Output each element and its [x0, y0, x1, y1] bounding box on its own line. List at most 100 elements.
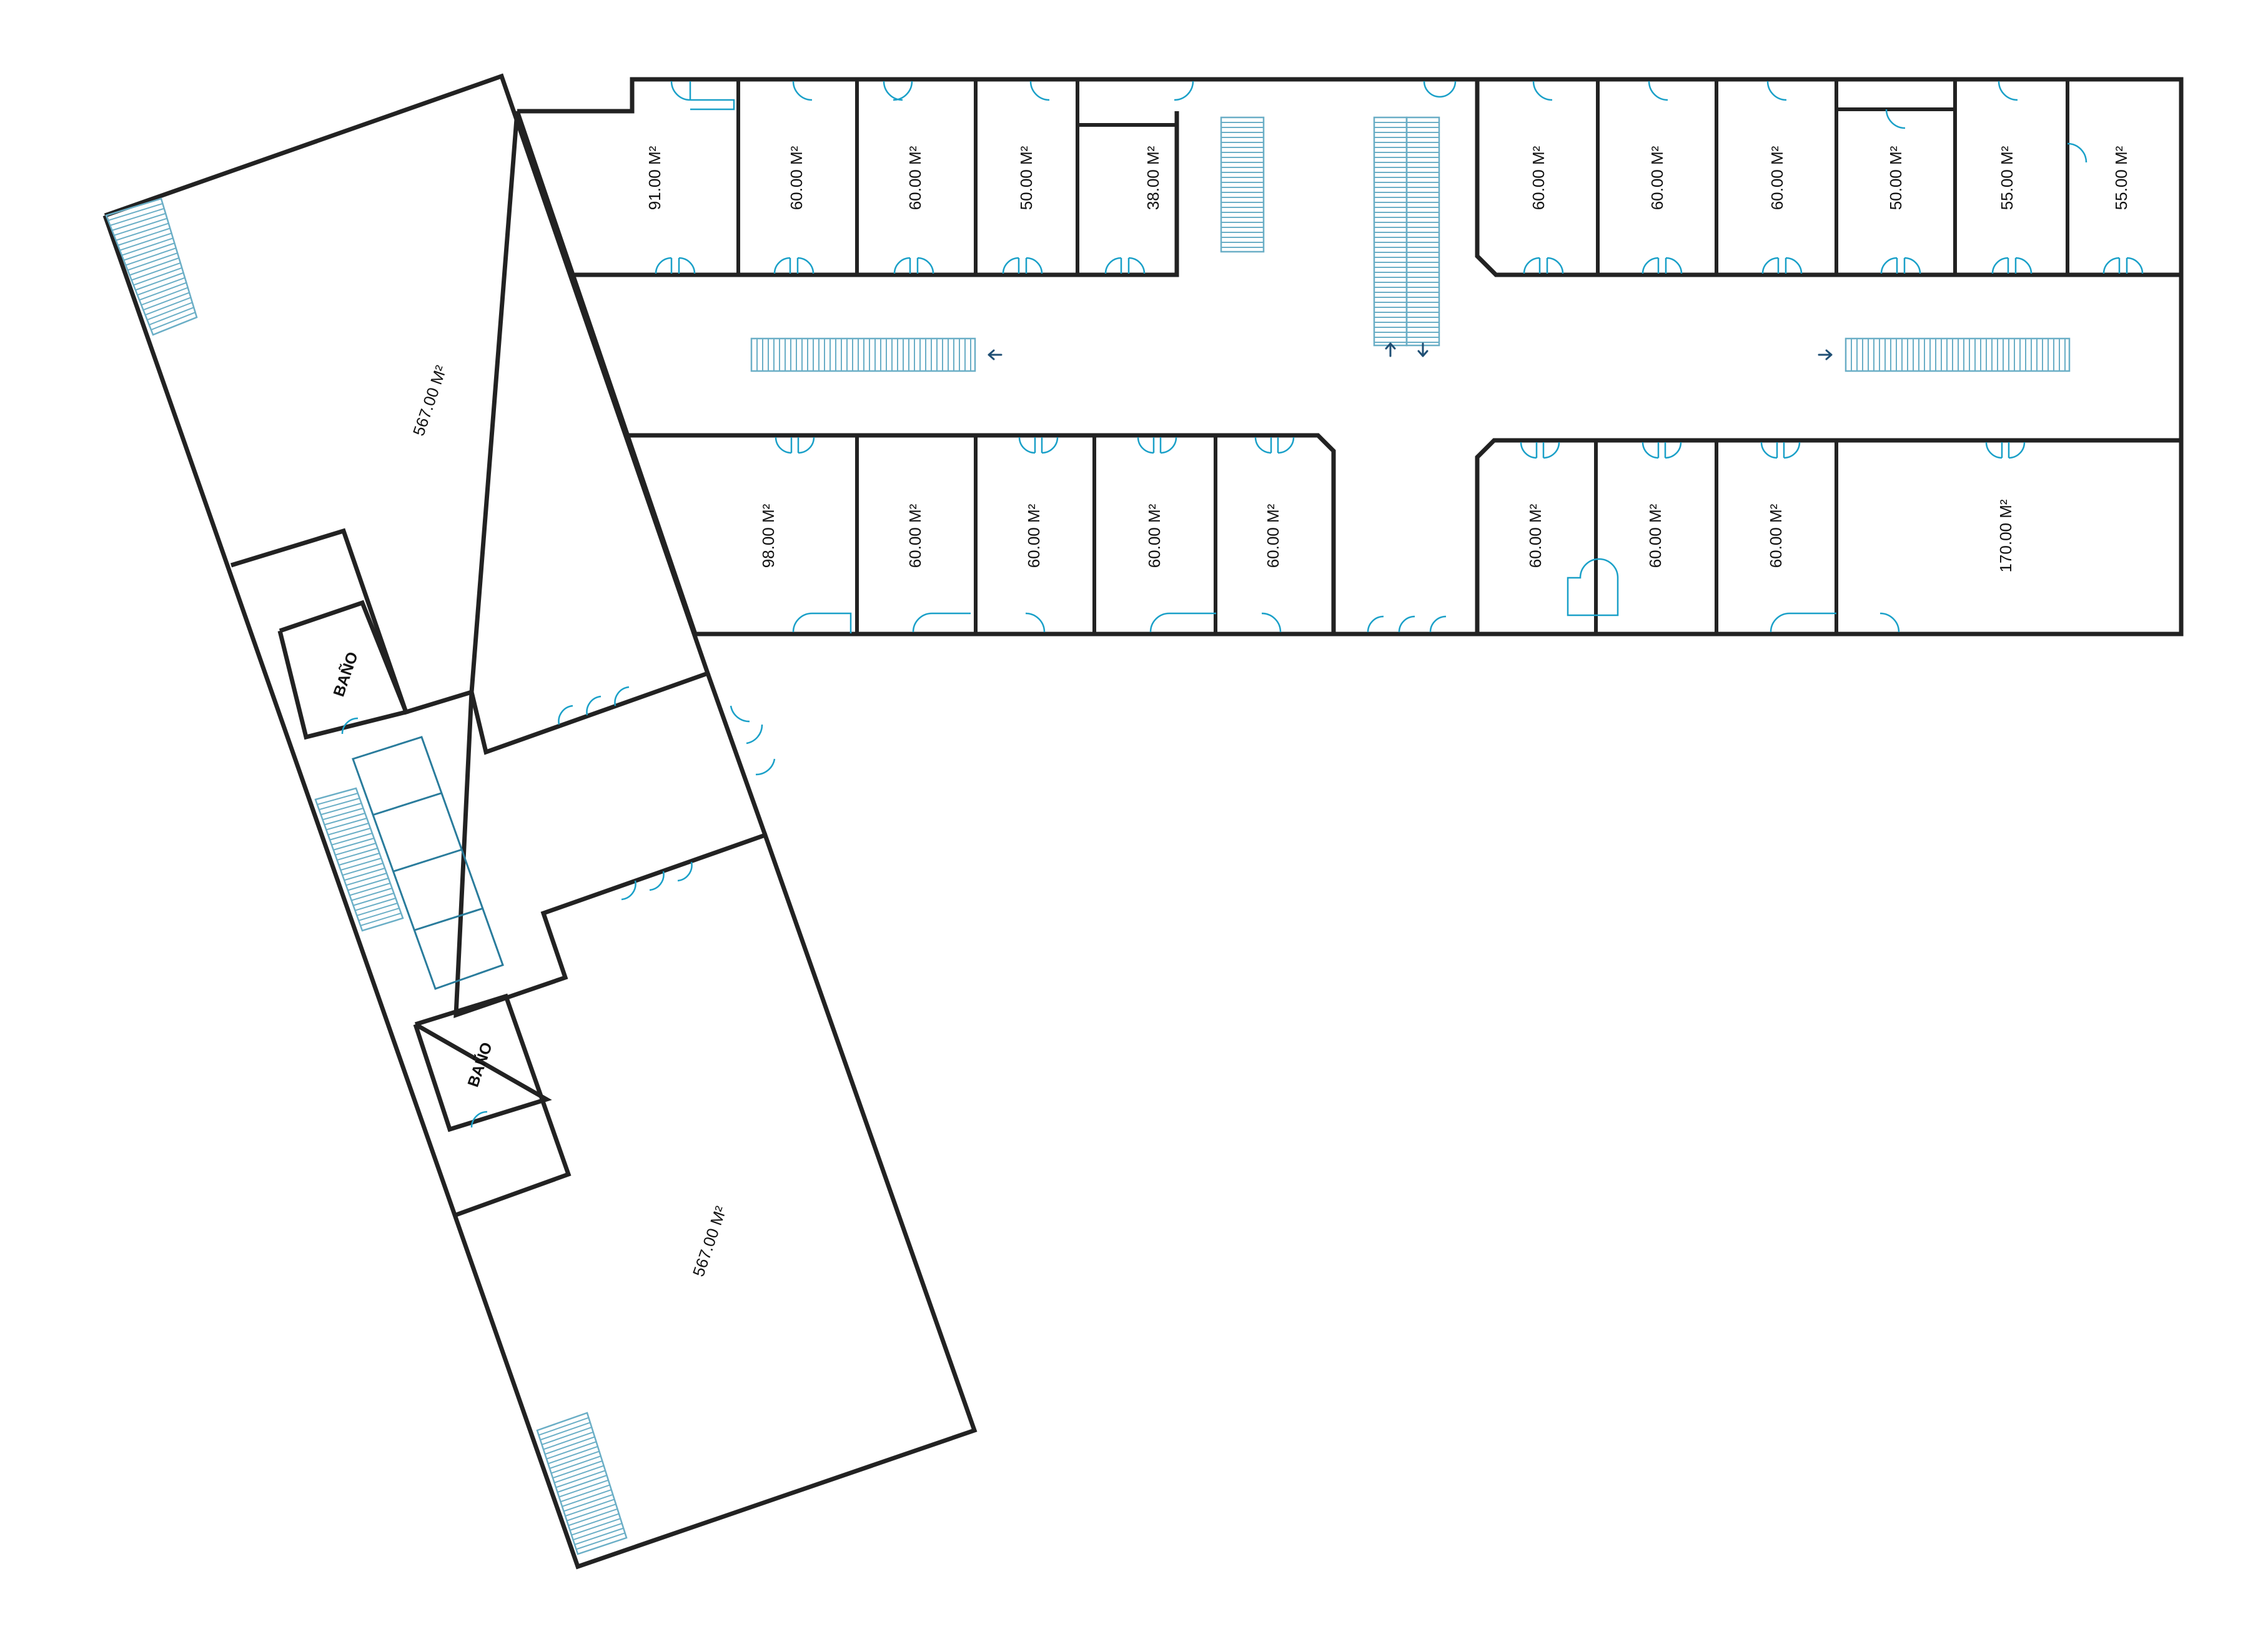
stair-tread	[349, 883, 391, 896]
stair-tread	[355, 898, 396, 911]
stair-tread	[114, 217, 167, 236]
stair-tread	[147, 302, 193, 321]
stair-tread	[542, 1427, 592, 1445]
stair-tread	[327, 823, 369, 836]
stair-tread	[319, 798, 360, 811]
stair-tread	[116, 222, 169, 241]
stair-tread	[125, 247, 177, 266]
stair-tread	[145, 297, 191, 316]
room-label: 60.00 M²	[1768, 146, 1786, 210]
stair-tread	[570, 1513, 620, 1531]
room-label: 60.00 M²	[1024, 503, 1043, 568]
stair-tread	[557, 1475, 607, 1493]
stair-tread	[123, 242, 175, 261]
stair-tread	[329, 828, 371, 841]
room-label: 55.00 M²	[2112, 146, 2131, 210]
stair-tread	[107, 202, 163, 221]
stair-tread	[360, 913, 402, 926]
room-label: 567.00 M²	[689, 1204, 731, 1279]
room-label: 98.00 M²	[759, 503, 778, 568]
room-label: 60.00 M²	[1529, 146, 1548, 210]
arrow-down-icon	[1417, 342, 1429, 357]
room-label: 55.00 M²	[1998, 146, 2016, 210]
stair-tread	[571, 1518, 621, 1536]
stair-tread	[324, 813, 365, 826]
stair-tread	[563, 1493, 613, 1512]
room-label: 60.00 M²	[1766, 503, 1785, 568]
stair-tread	[141, 287, 189, 306]
arrow-left-icon	[988, 349, 1003, 360]
escalator-center	[1373, 116, 1440, 347]
stair-tread	[139, 282, 187, 301]
stair-tread	[344, 868, 385, 881]
stair-wing-bottom	[536, 1412, 628, 1555]
escalator-west	[750, 337, 976, 372]
stair-tread	[151, 312, 196, 330]
room-label: 60.00 M²	[906, 146, 924, 210]
stair-tread	[560, 1484, 610, 1503]
stair-tread	[112, 212, 166, 231]
stair-tread	[137, 277, 186, 296]
stair-tread	[320, 803, 362, 816]
stair-tread	[565, 1498, 615, 1517]
stair-tread	[337, 848, 378, 861]
room-label: 91.00 M²	[645, 146, 664, 210]
west-wing-walls	[102, 73, 978, 1570]
stair-tread	[549, 1450, 600, 1469]
north-partitions	[736, 79, 2069, 275]
stair-tread	[551, 1455, 602, 1474]
stair-tread	[543, 1431, 594, 1450]
stair-tread	[552, 1460, 603, 1479]
room-label: BAÑO	[329, 650, 362, 699]
stair-tread	[358, 908, 400, 921]
stair-tread	[345, 873, 387, 886]
room-label: 60.00 M²	[1526, 503, 1545, 568]
stair-tread	[545, 1436, 595, 1455]
room-label: 60.00 M²	[1264, 503, 1282, 568]
core-escalator	[352, 736, 504, 990]
stair-tread	[129, 257, 179, 276]
stair-tread	[555, 1470, 606, 1488]
stair-tread	[574, 1527, 624, 1545]
stair-tread	[342, 863, 384, 876]
stair-tread	[326, 818, 367, 831]
room-label: 60.00 M²	[1646, 503, 1665, 568]
stair-tread	[538, 1417, 589, 1436]
stair-tread	[347, 878, 389, 891]
room-label: 60.00 M²	[906, 503, 924, 568]
direction-arrows	[988, 342, 1833, 360]
room-label: 50.00 M²	[1017, 146, 1036, 210]
room-label: BAÑO	[463, 1040, 496, 1089]
stair-tread	[131, 262, 181, 281]
room-label: 60.00 M²	[1648, 146, 1666, 210]
stair-tread	[558, 1479, 609, 1498]
door-swings	[341, 81, 2144, 1128]
stair-tread	[119, 232, 172, 251]
room-label: 38.00 M²	[1144, 146, 1162, 210]
stair-tread	[340, 858, 382, 871]
stair-tread	[109, 207, 165, 226]
stair-tread	[562, 1489, 612, 1507]
stair-tread	[322, 808, 364, 821]
stair-tread	[573, 1522, 623, 1541]
room-label: 60.00 M²	[787, 146, 806, 210]
stair-tread	[135, 272, 184, 291]
stair-tread	[117, 227, 171, 246]
escalator-east	[1845, 337, 2071, 372]
stair-tread	[149, 307, 194, 326]
stair-tread	[568, 1508, 618, 1527]
stair-tread	[548, 1445, 598, 1465]
stair-tread	[546, 1441, 597, 1460]
stair-tread	[554, 1465, 604, 1483]
stair-tread	[540, 1422, 591, 1441]
stair-tread	[331, 833, 373, 846]
stair-wing-top	[105, 197, 198, 336]
stair-tread	[353, 893, 394, 906]
room-label: 60.00 M²	[1145, 503, 1164, 568]
arrow-right-icon	[1818, 349, 1833, 360]
room-label: 567.00 M²	[409, 363, 451, 438]
stair-tread	[335, 843, 377, 856]
room-label: 50.00 M²	[1886, 146, 1905, 210]
stair-tread	[333, 838, 375, 851]
